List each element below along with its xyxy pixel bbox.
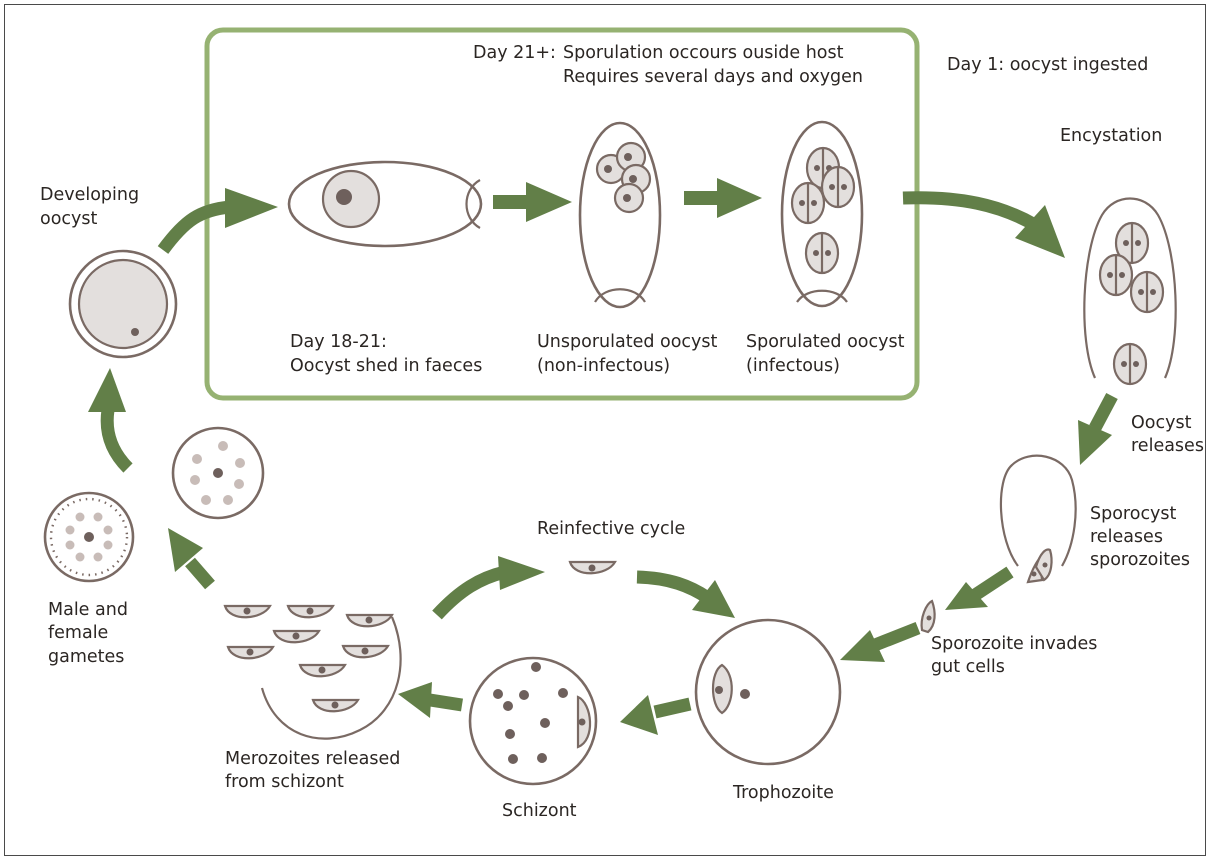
arrow-shed-to-unsporulated: [493, 182, 572, 222]
arrow-reinfective-down: [636, 570, 735, 618]
arrow-oocyst-releases: [1078, 392, 1118, 465]
gamete-cell: [43, 491, 135, 583]
trophozoite-cell: [694, 618, 842, 766]
arrow-developing-to-shed: [157, 188, 278, 254]
arrow-trophozoite-to-schizont: [620, 695, 692, 735]
gametes-label-2: female: [48, 623, 108, 643]
sporocyst-label-1: Sporocyst: [1090, 504, 1177, 524]
sporulation-description-1: Sporulation occours ouside host: [563, 43, 844, 63]
sporocyst-label-3: sporozoites: [1090, 550, 1190, 570]
sporozoite-label-1: Sporozoite invades: [931, 634, 1097, 654]
sporocyst: [1114, 221, 1150, 265]
sporocyst: [1112, 342, 1148, 386]
developing-oocyst: [68, 249, 178, 359]
sporulated-label-2: (infectous): [746, 356, 840, 376]
merozoite-cluster: [223, 560, 617, 740]
sporocyst: [1129, 270, 1165, 314]
developing-oocyst-label-2: oocyst: [40, 209, 98, 229]
sporulation-description-2: Requires several days and oxygen: [563, 67, 863, 87]
empty-sporocyst: [999, 454, 1077, 584]
unsporulated-label-2: (non-infectous): [537, 356, 670, 376]
arrow-sporulated-to-encystation: [902, 191, 1065, 258]
merozoites-label-1: Merozoites released: [225, 749, 400, 769]
arrow-reinfective-up: [432, 556, 545, 620]
sporulation-day-label: Day 21+:: [473, 43, 556, 63]
schizont-cell: [468, 656, 598, 786]
unsporulated-oocyst: [578, 121, 662, 309]
sporocyst: [804, 231, 840, 275]
gametes-label-1: Male and: [48, 600, 128, 620]
arrow-sporozoite-to-trophozoite: [840, 621, 921, 662]
sporozoite: [920, 599, 936, 634]
developing-oocyst-label-1: Developing: [40, 185, 139, 205]
shed-label-2: Oocyst shed in faeces: [290, 356, 482, 376]
merozoites-label-2: from schizont: [225, 772, 344, 792]
diagram-frame: [4, 4, 1206, 856]
arrow-schizont-to-merozoites: [398, 682, 464, 718]
gametocyte-cell: [171, 426, 265, 520]
sporocyst-label-2: releases: [1090, 527, 1163, 547]
day1-label: Day 1: oocyst ingested: [947, 55, 1148, 75]
shed-oocyst: [287, 160, 483, 248]
arrow-gametes-to-developing: [88, 368, 133, 473]
sporocyst: [1098, 253, 1134, 297]
gametes-label-3: gametes: [48, 647, 124, 667]
shed-label-1: Day 18-21:: [290, 332, 387, 352]
oocyst-releases-label-1: Oocyst: [1131, 413, 1192, 433]
sporulated-label-1: Sporulated oocyst: [746, 332, 905, 352]
sporocyst: [820, 165, 856, 209]
sporozoite-label-2: gut cells: [931, 657, 1005, 677]
arrow-merozoites-to-gametocyte: [168, 528, 215, 590]
arrow-unsporulated-to-sporulated: [684, 178, 762, 218]
encysting-oocyst: [1083, 197, 1177, 386]
encystation-label: Encystation: [1060, 126, 1162, 146]
sporocyst: [790, 181, 826, 225]
unsporulated-label-1: Unsporulated oocyst: [537, 332, 718, 352]
schizont-label: Schizont: [502, 801, 577, 821]
reinfective-cycle-label: Reinfective cycle: [537, 519, 685, 539]
oocyst-releases-label-2: releases: [1131, 436, 1204, 456]
trophozoite-label: Trophozoite: [732, 783, 834, 803]
arrow-sporocyst-to-sporozoite: [945, 566, 1014, 610]
sporulated-oocyst: [780, 120, 864, 308]
